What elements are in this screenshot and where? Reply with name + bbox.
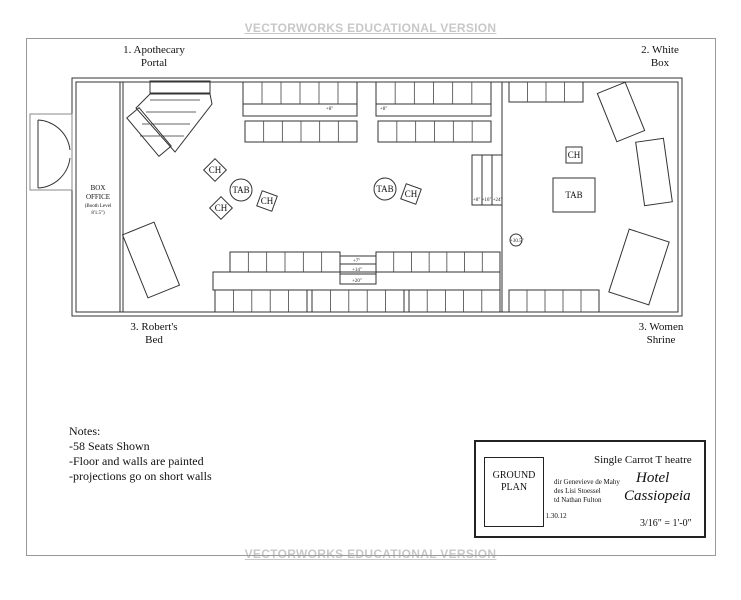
ground-plan-date: 1.30.12 — [545, 512, 567, 520]
door-swing-bottom — [37, 157, 71, 189]
zone-label-white-box: 2. White Box — [625, 44, 695, 70]
riser-steps — [471, 154, 503, 206]
seat-row-bottom-right-2 — [408, 289, 501, 313]
watermark-bottom: VECTORWORKS EDUCATIONAL VERSION — [244, 547, 497, 561]
drawing-scale: 3/16" = 1'-0" — [640, 518, 692, 529]
notes-block: Notes: -58 Seats Shown -Floor and walls … — [69, 424, 212, 484]
note-item-1: -58 Seats Shown — [69, 439, 150, 453]
credit-director: dir Genevieve de Mahy — [554, 478, 620, 486]
floor-marker — [509, 233, 523, 247]
center-step — [339, 255, 377, 285]
seat-row-bottom-left-2 — [214, 289, 308, 313]
company-name: Single Carrot T heatre — [594, 454, 692, 466]
note-item-2: -Floor and walls are painted — [69, 454, 204, 468]
table-round-left — [229, 178, 253, 202]
sheet-border — [26, 38, 716, 556]
ground-plan-title-2: PLAN — [500, 482, 528, 493]
zone-label-apothecary-line2: Portal — [140, 57, 168, 69]
elevation-marker: +30.5" — [510, 239, 524, 244]
apothecary-counter — [126, 107, 172, 157]
zone-label-roberts-bed-line2: Bed — [145, 334, 163, 346]
stair-landing — [149, 80, 211, 94]
zone-label-roberts-bed-line1: 3. Robert's — [130, 321, 178, 333]
zone-label-apothecary-line1: 1. Apothecary — [123, 44, 185, 56]
box-office-label-1: BOX — [91, 184, 106, 192]
seat-row-riser-top-left — [242, 103, 358, 117]
staircase — [135, 93, 213, 153]
credit-technical-director: td Nathan Fulton — [554, 496, 602, 504]
zone-label-women-shrine-line1: 3. Women — [638, 321, 684, 333]
ground-plan-box: GROUND PLAN 1.30.12 — [484, 457, 567, 527]
box-office-label-3: (Booth Level — [85, 204, 112, 209]
zone-label-white-box-line2: Box — [650, 57, 670, 69]
women-shrine-platform — [608, 228, 670, 306]
show-title-2: Cassiopeia — [624, 488, 691, 504]
seat-row-bottom-right-1 — [375, 251, 501, 273]
seat-row-riser-top-right — [375, 103, 492, 117]
roberts-bed-platform — [121, 221, 181, 299]
chair-label-4: CH — [405, 189, 418, 199]
table-label-2: TAB — [376, 184, 393, 194]
zone-label-women-shrine: 3. Women Shrine — [622, 321, 700, 347]
building-outline — [71, 77, 683, 317]
elevation-top-right: +8" — [380, 107, 387, 112]
door-swing-top — [37, 119, 71, 151]
watermark-top: VECTORWORKS EDUCATIONAL VERSION — [244, 21, 497, 35]
white-box-shelf — [596, 81, 646, 143]
zone-label-white-box-line1: 2. White — [641, 44, 679, 56]
white-box-platform — [635, 137, 673, 207]
chair-1 — [202, 157, 228, 183]
box-office-label-4: 8'1.5") — [91, 211, 105, 216]
chair-2 — [208, 195, 234, 221]
zone-label-apothecary: 1. Apothecary Portal — [108, 44, 200, 70]
credit-designer: des Lisi Stoessel — [554, 487, 601, 495]
chair-5 — [565, 146, 583, 164]
zone-label-women-shrine-line2: Shrine — [646, 334, 676, 346]
chair-label-1: CH — [209, 165, 222, 175]
zone-label-roberts-bed: 3. Robert's Bed — [114, 321, 194, 347]
chair-label-5: CH — [568, 150, 581, 160]
entrance-vestibule — [29, 113, 73, 191]
show-title-1: Hotel — [636, 470, 670, 486]
table-white-box — [552, 177, 596, 213]
box-office-label-2: OFFICE — [86, 193, 110, 201]
note-item-3: -projections go on short walls — [69, 469, 212, 483]
ground-plan-title-1: GROUND — [492, 470, 536, 481]
table-label-1: TAB — [232, 185, 249, 195]
elevation-top-left: +8" — [326, 107, 333, 112]
table-label-3: TAB — [565, 190, 582, 200]
title-block: GROUND PLAN 1.30.12 Single Carrot T heat… — [474, 440, 706, 538]
elevation-step-3: +20" — [352, 279, 362, 284]
chair-label-3: CH — [261, 196, 274, 206]
chair-label-2: CH — [215, 203, 228, 213]
elevation-riser: +8" +16" +24" — [473, 198, 503, 203]
chair-3 — [256, 190, 278, 212]
seat-row-white-box-bottom — [508, 289, 600, 313]
chair-4 — [400, 183, 422, 205]
notes-title: Notes: — [69, 424, 101, 438]
elevation-step-1: +7" — [353, 259, 360, 264]
elevation-step-2: +14" — [352, 268, 362, 273]
table-round-center — [373, 177, 397, 201]
seat-row-bottom-center-2 — [311, 289, 405, 313]
